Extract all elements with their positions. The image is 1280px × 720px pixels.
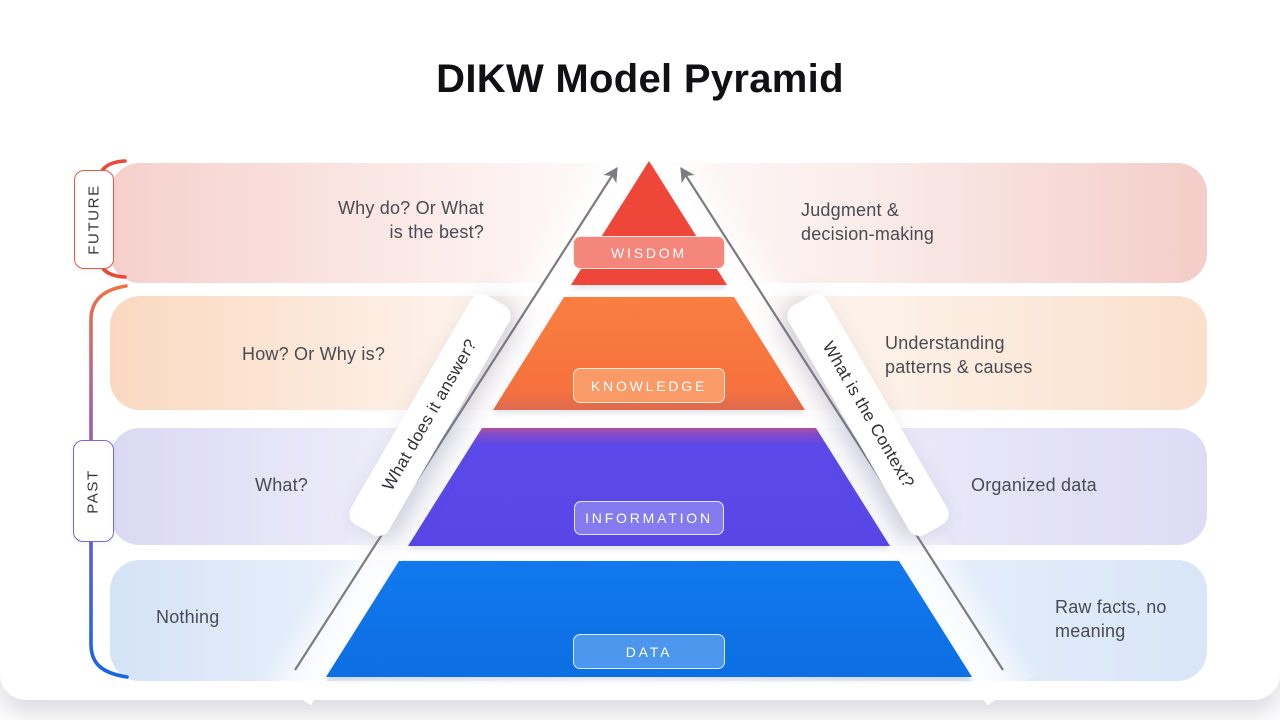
- question-data: Nothing: [156, 607, 220, 627]
- description-information: Organized data: [971, 475, 1097, 495]
- era-label-future: FUTURE: [74, 170, 114, 269]
- page-title: DIKW Model Pyramid: [436, 57, 844, 101]
- level-chip-knowledge-label: KNOWLEDGE: [590, 377, 708, 394]
- description-data: Raw facts, no meaning: [1055, 597, 1167, 641]
- question-knowledge: How? Or Why is?: [242, 344, 386, 364]
- question-information: What?: [255, 475, 309, 495]
- level-chip-wisdom: WISDOM: [573, 236, 725, 269]
- question-wisdom: Why do? Or What is the best?: [337, 198, 484, 242]
- era-label-future-text: FUTURE: [85, 184, 103, 255]
- level-chip-data: DATA: [573, 634, 725, 669]
- description-knowledge: Understanding patterns & causes: [885, 333, 1033, 377]
- era-label-past: PAST: [73, 440, 114, 542]
- level-chip-wisdom-label: WISDOM: [611, 244, 687, 261]
- slide: DIKW Model Pyramid: [73, 57, 1207, 706]
- level-chip-data-label: DATA: [625, 643, 673, 660]
- description-wisdom: Judgment & decision-making: [801, 200, 935, 244]
- level-chip-information-label: INFORMATION: [585, 510, 713, 526]
- level-chip-knowledge: KNOWLEDGE: [573, 368, 725, 403]
- level-chip-information: INFORMATION: [574, 501, 724, 535]
- era-label-past-text: PAST: [85, 468, 102, 514]
